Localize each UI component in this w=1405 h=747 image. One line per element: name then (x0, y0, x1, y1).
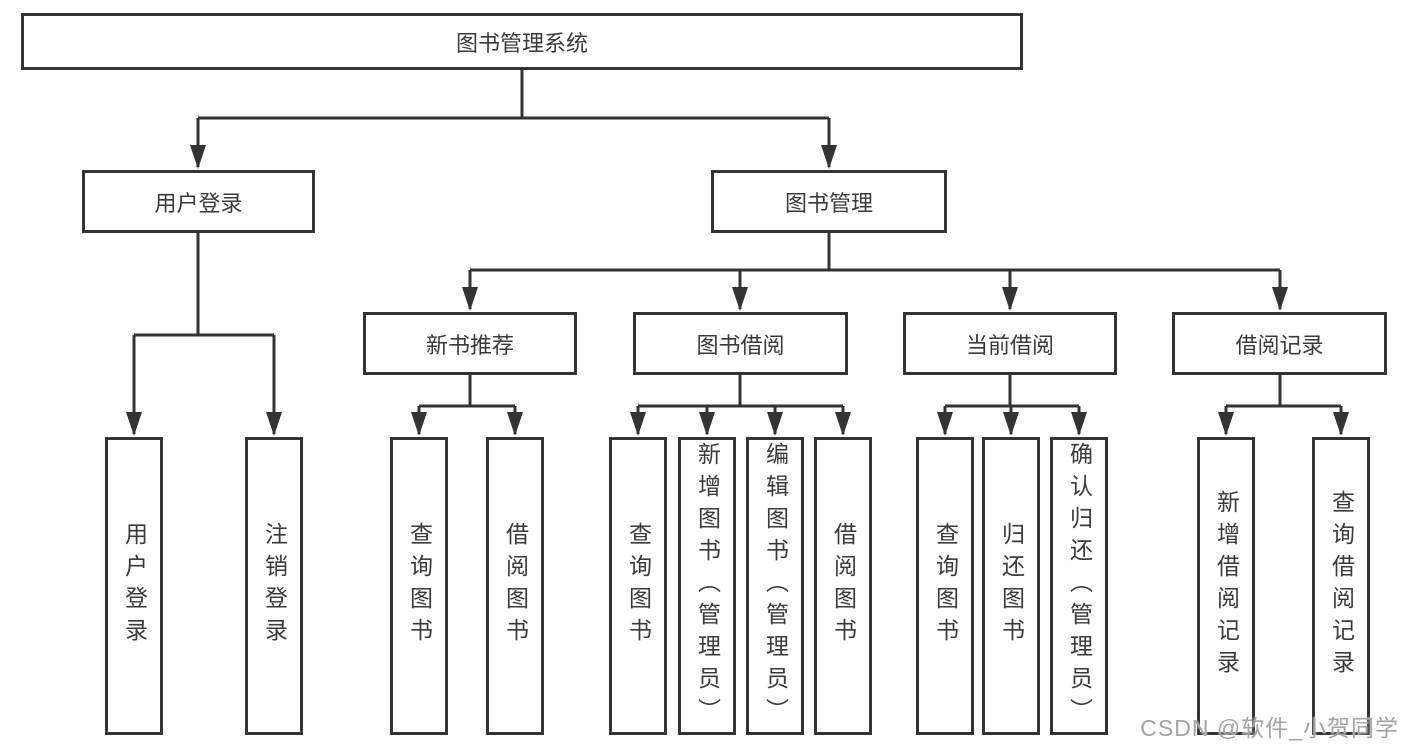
node-label: 图书管理系统 (455, 30, 588, 56)
leaf-edit-books-admin: 编辑图书（管理员） (746, 437, 804, 735)
node-current-borrowing: 当前借阅 (903, 312, 1117, 375)
leaf-label: 借阅图书 (502, 522, 529, 650)
leaf-logout: 注销登录 (245, 437, 303, 735)
node-label: 图书管理 (784, 190, 873, 216)
arrowheads (126, 145, 1349, 436)
leaf-borrow-books: 借阅图书 (814, 437, 872, 735)
leaf-query-books-recommend: 查询图书 (390, 437, 448, 735)
node-book-borrowing: 图书借阅 (633, 312, 848, 375)
leaf-label: 新增图书（管理员） (694, 442, 721, 730)
node-label: 用户登录 (154, 190, 243, 216)
node-library-management-system: 图书管理系统 (21, 13, 1023, 70)
leaf-query-borrow-record: 查询借阅记录 (1312, 437, 1370, 735)
leaf-add-borrow-record: 新增借阅记录 (1197, 437, 1255, 735)
leaf-label: 查询借阅记录 (1328, 490, 1355, 682)
leaf-return-books: 归还图书 (982, 437, 1040, 735)
node-label: 当前借阅 (965, 332, 1054, 358)
node-borrowing-records: 借阅记录 (1172, 312, 1387, 375)
leaf-confirm-return-admin: 确认归还（管理员） (1050, 437, 1108, 735)
csdn-watermark: CSDN @软件_小贺同学 (1140, 715, 1399, 741)
leaf-label: 注销登录 (261, 522, 288, 650)
node-new-book-recommendation: 新书推荐 (363, 312, 577, 375)
leaf-user-login: 用户登录 (105, 437, 163, 735)
leaf-label: 查询图书 (625, 522, 652, 650)
node-label: 图书借阅 (696, 332, 785, 358)
leaf-label: 用户登录 (121, 522, 148, 650)
leaf-label: 查询图书 (932, 522, 959, 650)
leaf-add-books-admin: 新增图书（管理员） (678, 437, 736, 735)
leaf-label: 新增借阅记录 (1213, 490, 1240, 682)
leaf-label: 编辑图书（管理员） (762, 442, 789, 730)
leaf-label: 归还图书 (998, 522, 1025, 650)
leaf-label: 查询图书 (406, 522, 433, 650)
node-label: 借阅记录 (1235, 332, 1324, 358)
leaf-query-books-borrow: 查询图书 (609, 437, 667, 735)
node-user-login-branch: 用户登录 (82, 170, 315, 233)
leaf-query-books-current: 查询图书 (916, 437, 974, 735)
leaf-label: 借阅图书 (830, 522, 857, 650)
node-label: 新书推荐 (425, 332, 514, 358)
leaf-label: 确认归还（管理员） (1066, 442, 1093, 730)
leaf-borrow-books-recommend: 借阅图书 (486, 437, 544, 735)
node-book-management-branch: 图书管理 (711, 170, 947, 233)
